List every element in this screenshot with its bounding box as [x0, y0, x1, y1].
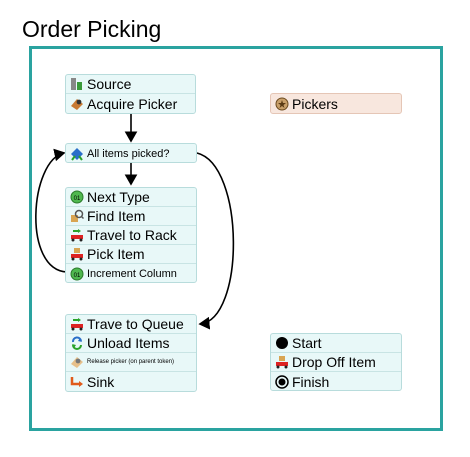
process-flow-frame — [29, 46, 443, 431]
assign-label-icon: 01 — [70, 190, 84, 204]
diagram-title: Order Picking — [22, 16, 162, 42]
drop-off-block[interactable]: Start Drop Off Item Finish — [270, 333, 402, 391]
step-label: Increment Column — [87, 267, 177, 280]
sink-icon — [70, 376, 83, 387]
step-label: Acquire Picker — [87, 95, 178, 112]
step-label: Pick Item — [87, 246, 145, 262]
step-label: Find Item — [87, 208, 146, 224]
travel-icon — [71, 229, 83, 242]
step-find-item[interactable]: Find Item — [66, 207, 196, 226]
step-trave-to-queue[interactable]: Trave to Queue — [66, 315, 196, 334]
step-unload-items[interactable]: Unload Items — [66, 334, 196, 353]
decide-icon — [71, 147, 83, 161]
step-label: Next Type — [87, 189, 150, 205]
step-label: Finish — [292, 373, 330, 390]
svg-text:01: 01 — [74, 273, 81, 279]
step-travel-to-rack[interactable]: Travel to Rack — [66, 226, 196, 245]
step-all-items-picked[interactable]: All items picked? — [66, 144, 196, 163]
travel-icon — [71, 318, 83, 331]
step-label: All items picked? — [87, 147, 170, 160]
resource-block[interactable]: Pickers — [270, 93, 402, 114]
step-start[interactable]: Start — [271, 334, 401, 353]
step-label: Source — [87, 76, 132, 92]
step-drop-off-item[interactable]: Drop Off Item — [271, 353, 401, 372]
find-icon — [71, 209, 84, 222]
step-release-picker[interactable]: Release picker (on parent token) — [66, 353, 196, 372]
step-finish[interactable]: Finish — [271, 372, 401, 391]
step-label: Sink — [87, 373, 115, 390]
step-acquire-picker[interactable]: Acquire Picker — [66, 94, 195, 113]
unload-icon — [72, 336, 82, 350]
assign-label-icon: 01 — [70, 267, 84, 280]
step-next-type[interactable]: 01 Next Type — [66, 188, 196, 207]
finish-icon — [275, 374, 289, 389]
arrow-decide-to-end — [196, 152, 235, 330]
resource-pickers[interactable]: Pickers — [271, 94, 401, 113]
arrow-loop-back — [35, 148, 68, 273]
decide-block[interactable]: All items picked? — [65, 143, 197, 163]
step-label: Trave to Queue — [87, 316, 184, 332]
svg-text:01: 01 — [74, 196, 81, 202]
resource-icon — [275, 97, 289, 110]
acquire-icon — [71, 98, 83, 110]
end-block[interactable]: Trave to Queue Unload Items Release pick… — [65, 314, 197, 392]
step-label: Pickers — [292, 95, 338, 112]
start-block[interactable]: Source Acquire Picker — [65, 74, 196, 114]
step-label: Drop Off Item — [292, 354, 376, 370]
step-sink[interactable]: Sink — [66, 372, 196, 391]
load-icon — [71, 248, 83, 261]
step-label: Start — [292, 335, 322, 351]
loop-block[interactable]: 01 Next Type Find Item Travel to Rack Pi… — [65, 187, 197, 283]
step-pick-item[interactable]: Pick Item — [66, 245, 196, 264]
step-increment-column[interactable]: 01 Increment Column — [66, 264, 196, 283]
step-label: Release picker (on parent token) — [87, 358, 175, 365]
step-label: Travel to Rack — [87, 227, 177, 243]
start-icon — [276, 337, 288, 349]
release-icon — [71, 357, 83, 368]
step-label: Unload Items — [87, 335, 170, 351]
source-icon — [71, 78, 82, 90]
load-icon — [276, 356, 288, 369]
step-source[interactable]: Source — [66, 75, 195, 94]
